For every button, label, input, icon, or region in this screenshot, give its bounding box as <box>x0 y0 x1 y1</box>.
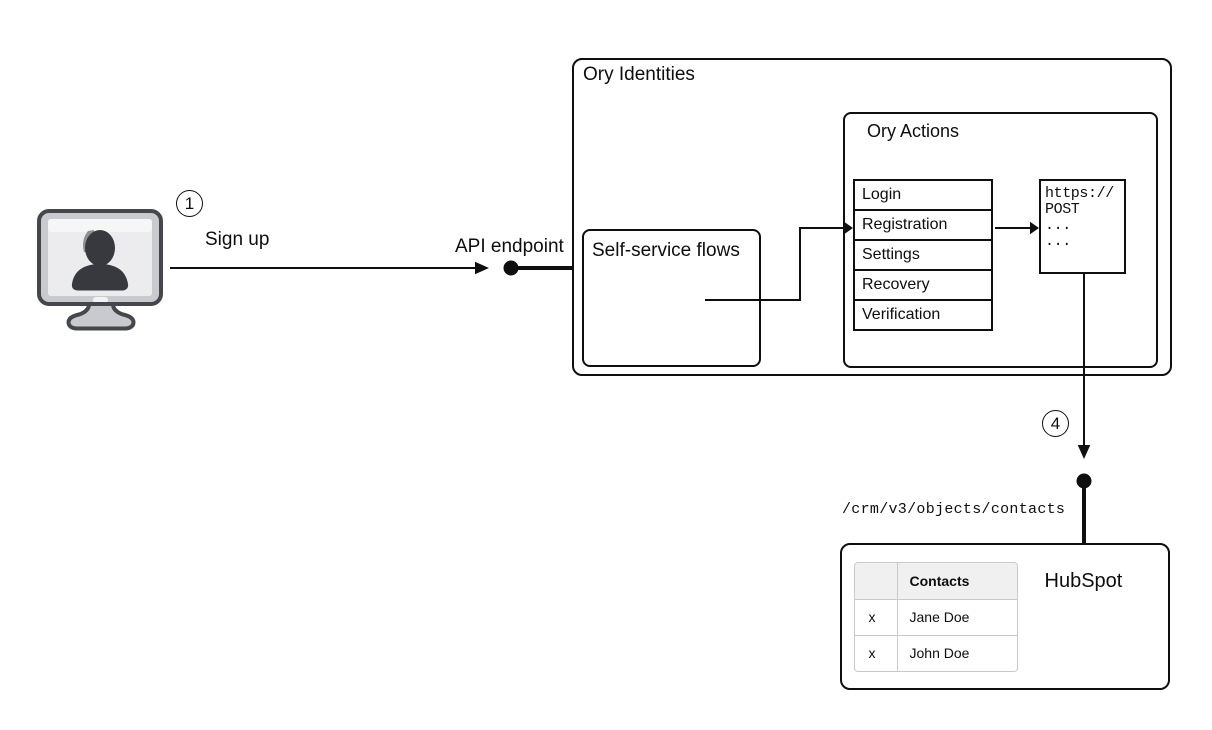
monitor-screen-highlight <box>48 219 152 232</box>
flow-label: Settings <box>862 246 920 263</box>
step-number: 1 <box>184 194 195 213</box>
contact-mark-cell: x <box>855 635 898 671</box>
flow-row-verification: Verification <box>853 299 993 331</box>
contact-name-cell: John Doe <box>909 645 970 661</box>
webhook-code-line: https:// <box>1045 185 1114 202</box>
api-endpoint-label: API endpoint <box>455 236 564 257</box>
step-badge-1: 1 <box>176 190 203 217</box>
contact-mark-cell: x <box>855 599 898 635</box>
flow-label: Login <box>862 186 902 203</box>
user-silhouette-head <box>85 230 115 266</box>
flow-list: Login Registration Settings Recovery Ver… <box>853 179 993 331</box>
contacts-header-mark-cell <box>855 562 898 599</box>
self-service-flows-title: Self-service flows <box>592 240 740 261</box>
webhook-code-box: https:// POST ... ... <box>1039 179 1126 274</box>
ory-identities-box: Ory Identities Self-service flows Ory Ac… <box>572 58 1172 376</box>
hubspot-arrowhead <box>1077 445 1091 459</box>
ory-actions-title: Ory Actions <box>867 120 960 141</box>
webhook-code-line: ... <box>1045 217 1071 234</box>
step-badge-4: 4 <box>1042 410 1069 437</box>
flow-row-settings: Settings <box>853 239 993 271</box>
signup-arrowhead <box>475 261 489 275</box>
monitor-button <box>93 297 108 303</box>
contacts-table: Contacts x Jane Doe x John Doe <box>853 561 1018 672</box>
contacts-table-row: x Jane Doe <box>854 598 1017 635</box>
step-number: 4 <box>1050 414 1061 433</box>
api-endpoint-node-dot <box>503 260 519 276</box>
contacts-table-row: x John Doe <box>854 634 1017 671</box>
contacts-table-header: Contacts <box>854 562 1017 599</box>
flow-row-recovery: Recovery <box>853 269 993 301</box>
monitor-user-icon <box>37 209 163 331</box>
flow-row-login: Login <box>853 179 993 211</box>
contacts-header-name-cell: Contacts <box>909 572 970 589</box>
webhook-code-line: ... <box>1045 233 1071 250</box>
flow-label: Registration <box>862 216 948 233</box>
monitor-stand <box>66 302 136 331</box>
ory-identities-title: Ory Identities <box>583 64 695 85</box>
ory-actions-box: Ory Actions Login Registration Settings … <box>842 111 1158 368</box>
contact-name-cell: Jane Doe <box>909 609 970 625</box>
sign-up-label: Sign up <box>205 229 270 250</box>
self-service-flows-box: Self-service flows <box>581 228 761 367</box>
hubspot-title: HubSpot <box>1044 569 1123 592</box>
user-silhouette-shoulders <box>71 264 129 291</box>
crm-endpoint-path-label: /crm/v3/objects/contacts <box>842 501 1066 518</box>
hubspot-box: HubSpot Contacts x Jane Doe x John Doe <box>840 543 1170 690</box>
flow-label: Verification <box>862 306 941 323</box>
hubspot-endpoint-node-dot <box>1076 473 1092 489</box>
webhook-code-line: POST <box>1045 201 1080 218</box>
flow-row-registration: Registration <box>853 209 993 241</box>
flow-label: Recovery <box>862 276 930 293</box>
